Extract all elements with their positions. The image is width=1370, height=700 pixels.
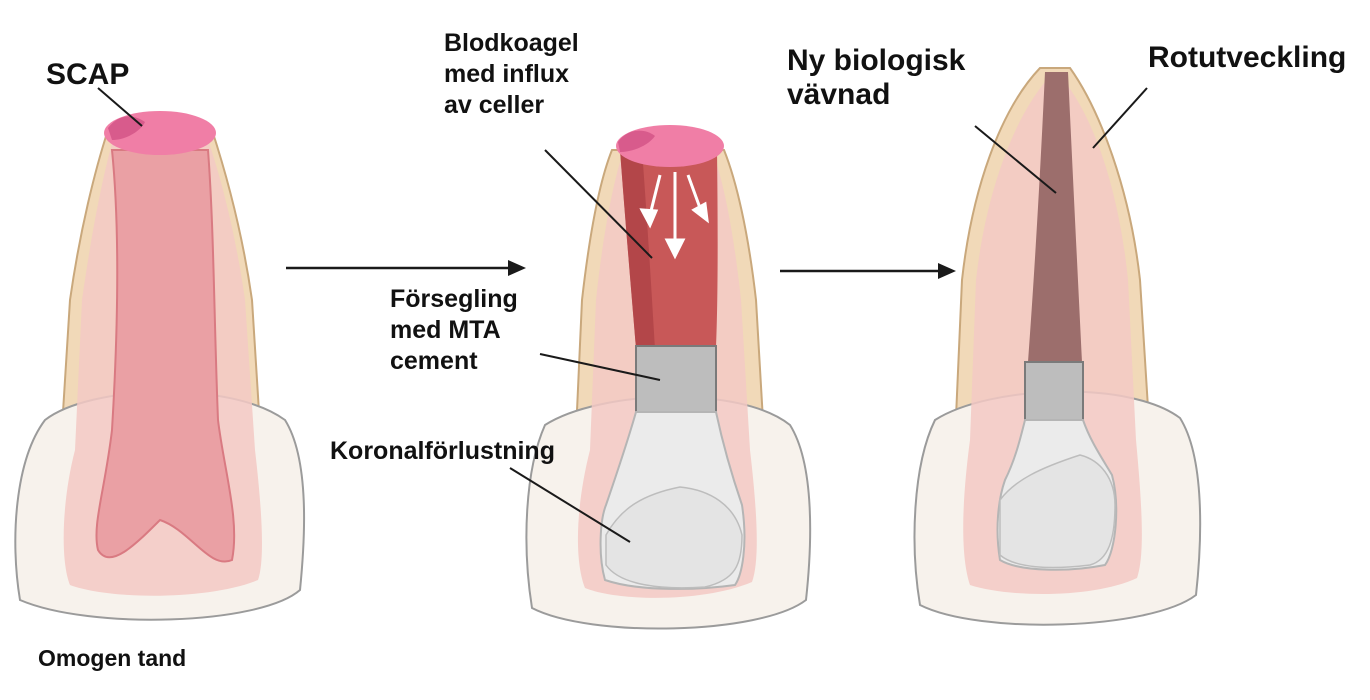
tooth3-new-tissue [1028, 72, 1082, 362]
leader-lines [97, 87, 1148, 543]
label-coronal-seal: Koronalförlustning [330, 437, 555, 465]
label-immature-tooth: Omogen tand [38, 645, 187, 671]
tooth1-pulp [95, 149, 236, 563]
tooth2-mta-plug [635, 345, 717, 413]
label-new-biological-tissue: Ny biologisk vävnad [787, 44, 966, 111]
tooth3-mta-plug [1024, 361, 1084, 421]
label-blood-clot: Blodkoagel med influx av celler [444, 29, 579, 119]
process-arrow-2 [780, 263, 956, 279]
label-scap: SCAP [46, 58, 130, 91]
leader-scap [97, 87, 143, 127]
leader-blood-clot [544, 149, 653, 259]
mature-tooth-illustration [913, 67, 1202, 626]
leader-mta-seal [539, 353, 661, 381]
leader-root-development [1092, 87, 1148, 149]
tooth1-papilla-shade [108, 116, 145, 140]
label-mta-seal: Försegling med MTA cement [390, 285, 518, 375]
tooth2-papilla-shade [618, 130, 655, 152]
leader-coronal-seal [509, 467, 631, 543]
tooth3-restoration-inner [999, 454, 1116, 569]
treated-tooth-illustration [525, 125, 812, 630]
tooth2-restoration-inner [605, 486, 743, 589]
leader-new-tissue [974, 125, 1057, 194]
immature-tooth-illustration [14, 111, 306, 621]
tooth2-blood-clot-shade [620, 150, 655, 348]
process-arrow-1 [286, 260, 526, 276]
label-root-development: Rotutveckling [1148, 41, 1347, 74]
cell-influx-arrows [639, 172, 709, 260]
